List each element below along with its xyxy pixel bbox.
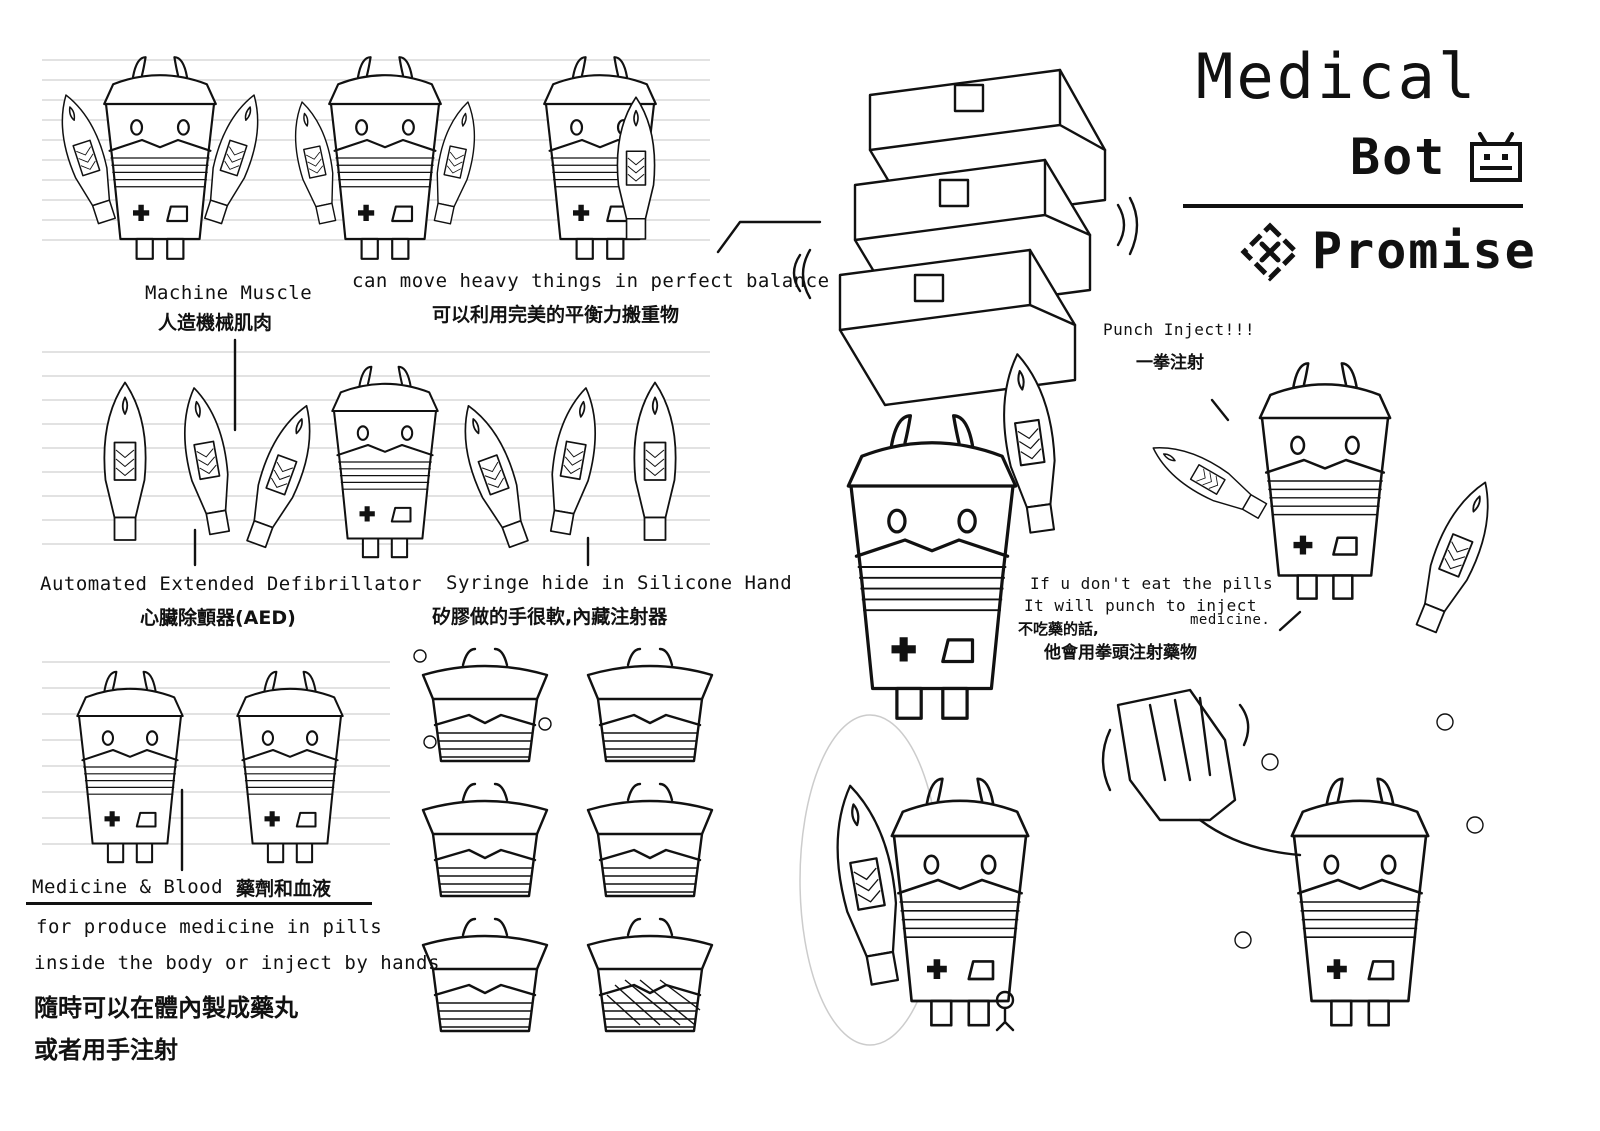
label-syringe-en: Syringe hide in Silicone Hand xyxy=(446,572,793,594)
label-pills-en-3: medicine. xyxy=(1190,612,1271,628)
label-pills-en-1: If u don't eat the pills xyxy=(1030,574,1274,593)
label-aed-en: Automated Extended Defibrillator xyxy=(40,573,423,595)
medicine-heading-en: Medicine & Blood xyxy=(32,876,224,898)
brand-name: Promise xyxy=(1312,222,1537,280)
medicine-body-3: 隨時可以在體內製成藥丸 xyxy=(34,994,298,1022)
title-line-2: Bot xyxy=(1350,128,1447,186)
medicine-heading-underline xyxy=(26,902,372,905)
label-aed-zh: 心臟除顫器(AED) xyxy=(140,607,296,629)
medicine-heading-zh: 藥劑和血液 xyxy=(236,878,332,900)
promise-logo-icon xyxy=(1240,222,1300,282)
label-pills-zh-1: 不吃藥的話, xyxy=(1018,620,1099,638)
label-pills-en-2: It will punch to inject xyxy=(1024,596,1258,615)
medicine-body-1: for produce medicine in pills xyxy=(36,916,383,938)
label-syringe-zh: 矽膠做的手很軟,內藏注射器 xyxy=(432,606,668,628)
medicine-body-2: inside the body or inject by hands xyxy=(34,952,440,974)
label-punch-zh: 一拳注射 xyxy=(1136,353,1204,373)
medicine-body-4: 或者用手注射 xyxy=(34,1036,178,1064)
label-punch-en: Punch Inject!!! xyxy=(1103,320,1255,339)
title-line-1: Medical xyxy=(1196,40,1479,113)
label-balance-en: can move heavy things in perfect balance xyxy=(352,270,830,292)
bot-face-icon xyxy=(1470,132,1522,182)
label-machine-muscle-zh: 人造機械肌肉 xyxy=(158,312,273,334)
label-balance-zh: 可以利用完美的平衡力搬重物 xyxy=(432,304,680,326)
label-pills-zh-2: 他會用拳頭注射藥物 xyxy=(1044,643,1197,663)
label-machine-muscle-en: Machine Muscle xyxy=(145,282,313,304)
title-divider xyxy=(1183,204,1523,208)
